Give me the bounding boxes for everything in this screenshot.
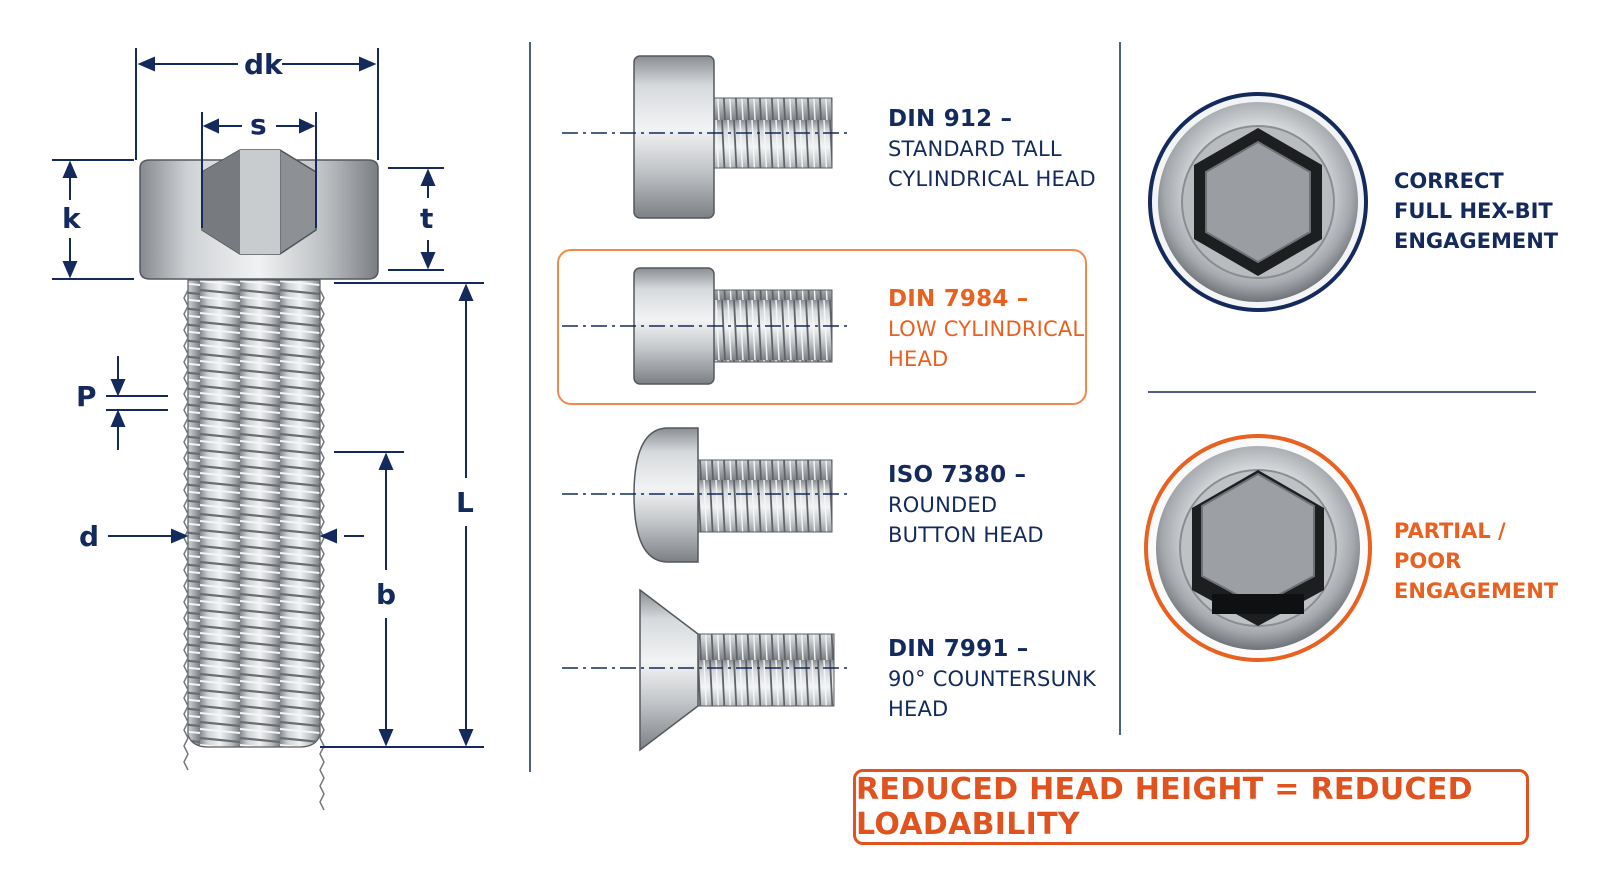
highlight-box-din-7984	[557, 249, 1087, 405]
screw-din-7984	[562, 267, 852, 385]
label-k: k	[62, 202, 81, 235]
caption-line: HEAD	[888, 697, 949, 721]
caption-line: BUTTON HEAD	[888, 523, 1044, 547]
caption-din-7991: DIN 7991 – 90° COUNTERSUNK HEAD	[888, 634, 1096, 724]
caption-din-912: DIN 912 – STANDARD TALL CYLINDRICAL HEAD	[888, 104, 1096, 194]
caption-din-7984: DIN 7984 – LOW CYLINDRICAL HEAD	[888, 284, 1084, 374]
label-t: t	[420, 202, 434, 235]
dimension-lines	[52, 48, 484, 748]
caption-line: 90° COUNTERSUNK	[888, 667, 1097, 691]
screw-din-912	[562, 55, 852, 219]
label-d: d	[79, 520, 100, 553]
caption-line: HEAD	[888, 347, 949, 371]
caption-code: DIN 912 –	[888, 106, 1013, 132]
caption-engagement-correct: CORRECT FULL HEX-BIT ENGAGEMENT	[1394, 166, 1558, 256]
label-L: L	[456, 486, 474, 519]
engagement-poor	[1144, 434, 1372, 662]
caption-engagement-poor: PARTIAL / POOR ENGAGEMENT	[1394, 516, 1558, 606]
engagement-line: ENGAGEMENT	[1394, 579, 1559, 603]
label-s: s	[250, 108, 267, 141]
label-P: P	[76, 380, 97, 413]
caption-code: DIN 7984 –	[888, 286, 1029, 312]
caption-line: CYLINDRICAL HEAD	[888, 167, 1096, 191]
caption-iso-7380: ISO 7380 – ROUNDED BUTTON HEAD	[888, 460, 1044, 550]
engagement-line: FULL HEX-BIT	[1394, 199, 1553, 223]
caption-line: LOW CYLINDRICAL	[888, 317, 1085, 341]
label-b: b	[376, 578, 397, 611]
screw-iso-7380	[562, 427, 852, 563]
caption-line: STANDARD TALL	[888, 137, 1062, 161]
engagement-line: PARTIAL /	[1394, 519, 1506, 543]
caption-line: ROUNDED	[888, 493, 998, 517]
caption-code: ISO 7380 –	[888, 462, 1027, 488]
engagement-line: POOR	[1394, 549, 1462, 573]
warning-banner-text: REDUCED HEAD HEIGHT = REDUCED LOADABILIT…	[856, 772, 1473, 842]
label-dk: dk	[244, 48, 283, 81]
screw-din-7991	[562, 588, 852, 752]
warning-banner: REDUCED HEAD HEIGHT = REDUCED LOADABILIT…	[853, 769, 1529, 845]
engagement-line: ENGAGEMENT	[1394, 229, 1559, 253]
engagement-line: CORRECT	[1394, 169, 1504, 193]
main-bolt	[139, 149, 379, 811]
caption-code: DIN 7991 –	[888, 636, 1029, 662]
engagement-correct	[1148, 92, 1368, 312]
